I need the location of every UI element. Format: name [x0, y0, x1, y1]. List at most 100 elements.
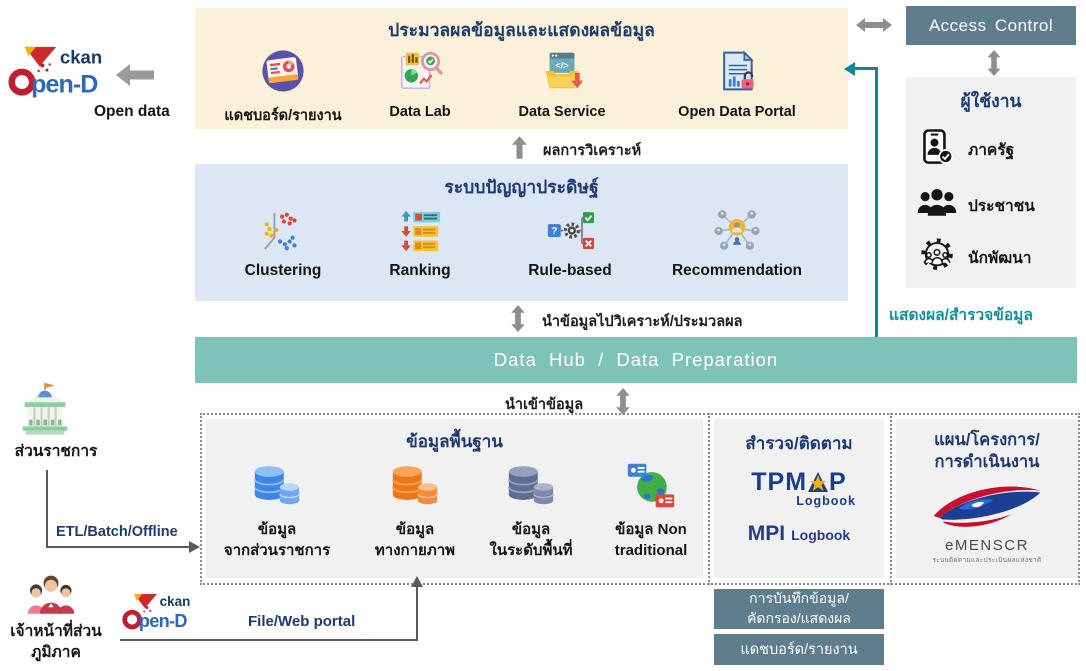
plans-title: แผน/โครงการ/ การดำเนินงาน [934, 431, 1040, 472]
processing-box-title: ประมวลผลข้อมูลและแสดงผลข้อมูล [388, 20, 655, 40]
etl-label: ETL/Batch/Offline [56, 524, 178, 540]
processing-item-dataservice: </> Data Service [487, 48, 637, 120]
ckan-logo-text: ckan [60, 47, 102, 68]
fileweb-connector-horizontal [120, 639, 418, 641]
developer-gear-icon [906, 236, 968, 279]
open-data-label: Open data [94, 103, 170, 120]
recommendation-icon [714, 208, 760, 260]
processing-item-portal: Open Data Portal [662, 48, 812, 120]
ai-item-label: Recommendation [671, 262, 803, 279]
citizens-icon [906, 187, 968, 224]
ai-item-recommendation: Recommendation [652, 208, 822, 280]
display-explore-line-horizontal [853, 67, 877, 70]
dashboard-report-box: แดชบอร์ด/รายงาน [714, 634, 884, 665]
tpmap-logbook-label: Logbook [796, 494, 856, 508]
analysis-result-label: ผลการวิเคราะห์ [543, 142, 642, 159]
ai-box: ระบบปัญญาประดิษฐ์ Clustering [195, 164, 848, 301]
fileweb-arrowhead-icon [411, 576, 423, 587]
processing-item-label: Data Service [518, 104, 606, 120]
ranking-icon [398, 208, 442, 260]
import-data-label: นำเข้าข้อมูล [505, 396, 584, 413]
data-lab-icon [397, 48, 443, 102]
record-filter-display-box: การบันทึกข้อมูล/ คัดกรอง/แสดงผล [714, 589, 884, 629]
analysis-result-flow: ผลการวิเคราะห์ [512, 136, 641, 164]
dashed-divider [890, 413, 892, 585]
globe-data-icon [626, 459, 676, 519]
ai-item-clustering: Clustering [198, 208, 368, 280]
fileweb-connector-vertical [416, 586, 418, 641]
etl-connector-vertical [46, 470, 48, 548]
survey-title: สำรวจ/ติดตาม [745, 434, 853, 453]
svg-text:</>: </> [555, 61, 568, 71]
ckan-opend-logo-small: ckan pen-D [122, 592, 196, 636]
processing-box: ประมวลผลข้อมูลและแสดงผลข้อมูล [195, 8, 848, 129]
basic-item-label: ข้อมูล Non traditional [614, 521, 688, 560]
pend-logo-text: pen-D [31, 70, 98, 98]
display-explore-label: แสดงผล/สำรวจข้อมูล [889, 307, 1033, 324]
rule-based-icon: ? [546, 208, 594, 260]
dashed-divider [708, 413, 710, 585]
processing-item-label: Data Lab [389, 104, 451, 120]
database-slate-icon [505, 459, 557, 519]
id-badge-icon [906, 127, 968, 172]
to-analysis-label: นำข้อมูลไปวิเคราะห์/ประมวลผล [542, 313, 743, 330]
ckan-opend-logo: ckan pen-D [8, 44, 110, 103]
data-hub-title: Data Hub / Data Preparation [493, 349, 779, 370]
display-explore-line-vertical [875, 67, 878, 337]
user-item-label: ภาครัฐ [968, 141, 1015, 159]
ai-box-title: ระบบปัญญาประดิษฐ์ [444, 177, 599, 197]
database-blue-icon [251, 459, 303, 519]
user-item-developers: นักพัฒนา [906, 235, 1076, 279]
open-data-portal-icon [715, 48, 759, 102]
plans-box: แผน/โครงการ/ การดำเนินงาน eMENSCR ระบบติ… [896, 419, 1078, 578]
basic-data-title: ข้อมูลพื้นฐาน [406, 432, 503, 451]
basic-item-physical-data: ข้อมูล ทางกายภาพ [340, 459, 490, 562]
display-explore-arrowhead-icon [844, 61, 855, 76]
users-box: ผู้ใช้งาน ภาครัฐ [906, 77, 1076, 288]
svg-text:pen-D: pen-D [139, 611, 188, 631]
basic-data-box: ข้อมูลพื้นฐาน ข้อมูล จากส่วนราชการ [206, 419, 703, 578]
open-data-arrow-icon [116, 64, 154, 91]
data-sources-region [200, 413, 1080, 585]
processing-item-label: แดชบอร์ด/รายงาน [224, 108, 342, 124]
regional-staff-icon [24, 574, 78, 625]
processing-item-datalab: Data Lab [345, 48, 495, 120]
user-item-label: ประชาชน [968, 197, 1035, 215]
clustering-icon [261, 208, 305, 260]
double-horizontal-arrow-icon [856, 17, 892, 38]
access-control-box: Access Control [906, 6, 1076, 45]
svg-text:?: ? [551, 226, 557, 237]
data-hub-bar: Data Hub / Data Preparation [195, 337, 1077, 383]
processing-item-label: Open Data Portal [678, 104, 796, 120]
double-vertical-arrow-icon [615, 388, 631, 420]
basic-item-label: ข้อมูล ในระดับพื้นที่ [489, 521, 573, 560]
database-orange-icon [389, 459, 441, 519]
basic-item-area-data: ข้อมูล ในระดับพื้นที่ [456, 459, 606, 562]
dashboard-report-icon [260, 48, 306, 102]
users-title: ผู้ใช้งาน [960, 91, 1022, 111]
svg-text:ckan: ckan [160, 594, 191, 609]
basic-item-label: ข้อมูล ทางกายภาพ [374, 521, 456, 560]
etl-arrowhead-icon [189, 541, 200, 553]
ai-item-label: Ranking [389, 262, 451, 279]
up-arrow-icon [512, 136, 527, 164]
user-item-label: นักพัฒนา [968, 249, 1032, 267]
import-data-flow: นำเข้าข้อมูล [505, 388, 631, 420]
government-building-icon [16, 381, 74, 444]
double-vertical-arrow-icon [986, 50, 1002, 81]
data-service-icon: </> [539, 48, 585, 102]
fileweb-label: File/Web portal [248, 613, 356, 630]
basic-item-label: ข้อมูล จากส่วนราชการ [223, 521, 331, 560]
basic-item-gov-data: ข้อมูล จากส่วนราชการ [202, 459, 352, 562]
etl-connector-horizontal [46, 546, 190, 548]
emenscr-logo-text: eMENSCR [945, 536, 1029, 554]
government-label: ส่วนราชการ [14, 443, 98, 460]
regional-staff-label: เจ้าหน้าที่ส่วน ภูมิภาค [10, 623, 102, 661]
to-analysis-flow: นำข้อมูลไปวิเคราะห์/ประมวลผล [510, 305, 742, 337]
double-vertical-arrow-icon [510, 305, 526, 337]
basic-item-nontraditional-data: ข้อมูล Non traditional [576, 459, 726, 562]
ai-item-label: Clustering [244, 262, 322, 279]
